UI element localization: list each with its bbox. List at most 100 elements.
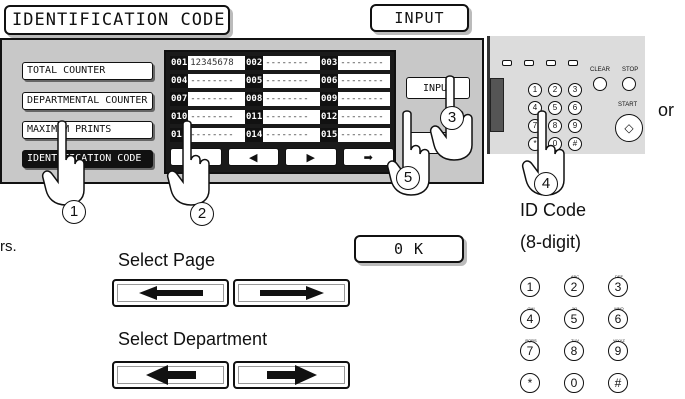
id-value: -------- [265, 94, 309, 104]
id-value: -------- [190, 94, 234, 104]
keypad-key[interactable]: # [608, 373, 628, 393]
keypad-key-label: 8 [570, 344, 578, 358]
id-number: 001 [170, 56, 189, 70]
id-cell[interactable]: 010-------- [170, 110, 234, 124]
dept-prev-mini-button[interactable]: ◀ [227, 148, 279, 166]
page-prev-button[interactable] [112, 279, 229, 307]
id-cell[interactable]: 015-------- [320, 128, 384, 142]
left-long-arrow-icon [138, 286, 203, 300]
id-number: 014 [245, 128, 264, 142]
machine-function-key[interactable] [524, 60, 534, 66]
id-value: -------- [340, 112, 384, 122]
id-cell[interactable]: 011-------- [245, 110, 309, 124]
machine-function-key[interactable] [568, 60, 578, 66]
id-cell[interactable]: 003-------- [320, 56, 384, 70]
id-number: 006 [320, 74, 339, 88]
id-cell[interactable]: 005-------- [245, 74, 309, 88]
or-text: or [658, 100, 675, 120]
id-value: -------- [190, 112, 234, 122]
keypad-key[interactable]: 1 [520, 277, 540, 297]
ok-button[interactable]: 0 K [354, 235, 464, 263]
start-key[interactable]: ◇ [615, 114, 643, 142]
page-next-button[interactable] [233, 279, 350, 307]
id-number: 005 [245, 74, 264, 88]
select-department-label: Select Department [118, 329, 268, 349]
left-triangle-arrow-icon [145, 365, 196, 385]
id-cell[interactable]: 008-------- [245, 92, 309, 106]
machine-digit-key[interactable]: 9 [568, 119, 582, 133]
id-value: -------- [265, 58, 309, 68]
id-value: -------- [265, 112, 309, 122]
table-row[interactable]: 007--------008--------009-------- [170, 92, 390, 106]
keypad-key-label: 6 [614, 312, 622, 326]
dept-next-mini-button[interactable]: ▶ [285, 148, 337, 166]
keypad-key-label: 0 [570, 376, 578, 390]
keypad-key-letters: GHI [527, 306, 535, 311]
id-cell[interactable]: 002-------- [245, 56, 309, 70]
id-number: 012 [320, 110, 339, 124]
step-number-badge: 5 [396, 166, 420, 190]
step-number-badge: 1 [62, 200, 86, 224]
id-number: 015 [320, 128, 339, 142]
keypad-key-label: 7 [526, 344, 534, 358]
input-button[interactable]: INPUT [370, 4, 469, 32]
step-number-badge: 3 [440, 106, 464, 130]
id-cell[interactable]: 006-------- [320, 74, 384, 88]
table-row[interactable]: 013--------014--------015-------- [170, 128, 390, 142]
menu-total-counter[interactable]: TOTAL COUNTER [22, 62, 153, 80]
clear-key[interactable] [593, 77, 607, 91]
table-row[interactable]: 010--------011--------012-------- [170, 110, 390, 124]
machine-digit-key[interactable]: 8 [548, 119, 562, 133]
id-cell[interactable]: 012-------- [320, 110, 384, 124]
id-cell[interactable]: 007-------- [170, 92, 234, 106]
keypad-key[interactable]: * [520, 373, 540, 393]
machine-digit-key[interactable]: 5 [548, 101, 562, 115]
id-value: -------- [340, 94, 384, 104]
keypad-key-letters: MNO [614, 306, 624, 311]
page-title: IDENTIFICATION CODE [4, 5, 230, 35]
dept-next-button[interactable] [233, 361, 350, 389]
step-number-badge: 4 [534, 172, 558, 196]
id-cell[interactable]: 004-------- [170, 74, 234, 88]
dept-prev-button[interactable] [112, 361, 229, 389]
id-number: 008 [245, 92, 264, 106]
step-number-badge: 2 [190, 202, 214, 226]
id-value: -------- [190, 130, 234, 140]
id-value: -------- [340, 76, 384, 86]
id-number: 011 [245, 110, 264, 124]
machine-digit-key[interactable]: 1 [528, 83, 542, 97]
machine-digit-key[interactable]: 3 [568, 83, 582, 97]
table-row[interactable]: 004--------005--------006-------- [170, 74, 390, 88]
menu-departmental-counter[interactable]: DEPARTMENTAL COUNTER [22, 92, 153, 110]
id-cell[interactable]: 014-------- [245, 128, 309, 142]
menu-identification-code[interactable]: IDENTIFICATION CODE [22, 150, 153, 168]
machine-digit-key[interactable]: 2 [548, 83, 562, 97]
machine-function-key[interactable] [546, 60, 556, 66]
keypad-key-label: 4 [526, 312, 534, 326]
machine-function-key[interactable] [502, 60, 512, 66]
stop-key[interactable] [622, 77, 636, 91]
id-number: 007 [170, 92, 189, 106]
keypad-key-letters: PQRS [525, 338, 537, 343]
machine-digit-key[interactable]: # [568, 137, 582, 151]
menu-maximum-prints[interactable]: MAXIMUM PRINTS [22, 121, 153, 139]
keypad-key-letters: DEF [615, 274, 623, 279]
keypad-key-label: 5 [570, 312, 578, 326]
machine-digit-key[interactable]: 6 [568, 101, 582, 115]
id-cell[interactable]: 009-------- [320, 92, 384, 106]
keypad-key-letters: TUV [571, 338, 579, 343]
keypad-key[interactable]: 0 [564, 373, 584, 393]
stop-label: STOP [622, 67, 639, 73]
keypad-key-label: # [614, 376, 622, 390]
page-next-mini-button[interactable]: ➡ [342, 148, 394, 166]
